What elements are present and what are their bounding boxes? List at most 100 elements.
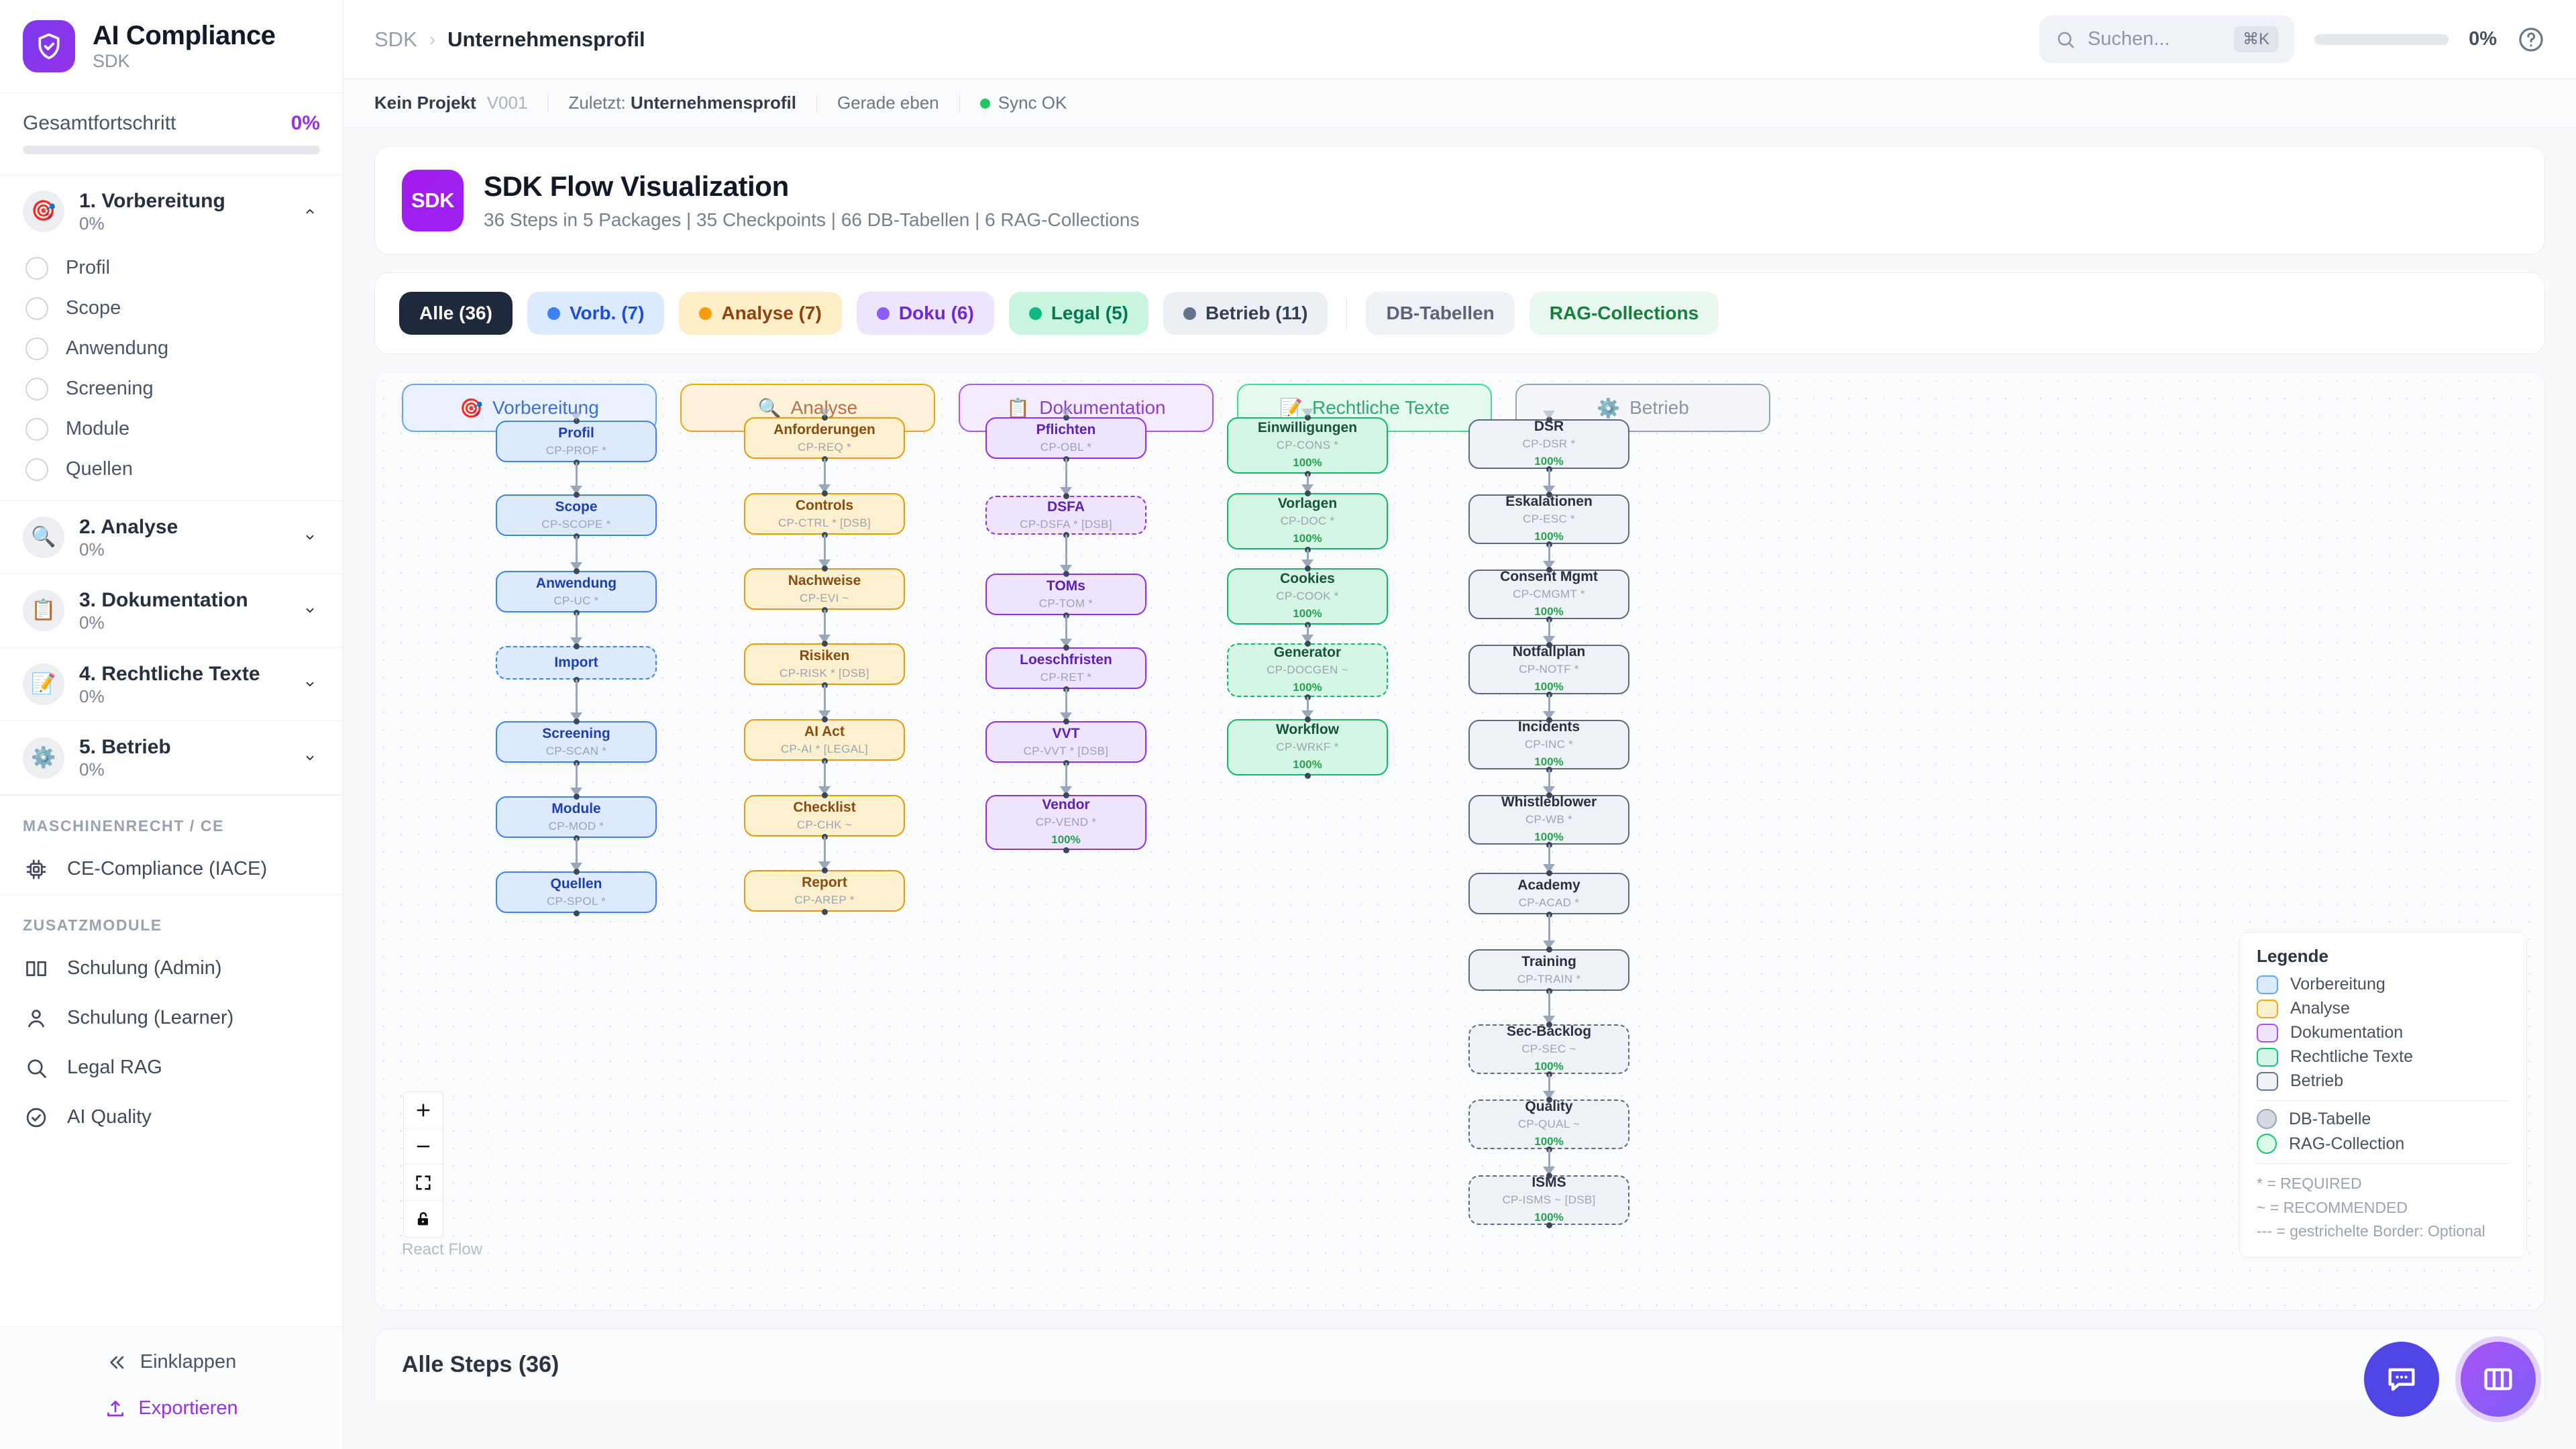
sidebar-item-screening[interactable]: Screening xyxy=(0,369,343,409)
sidebar-item-ce-compliance[interactable]: CE-Compliance (IACE) xyxy=(0,845,343,894)
sidebar-item-legal-rag[interactable]: Legal RAG xyxy=(0,1043,343,1093)
flow-node-import[interactable]: Import xyxy=(496,646,657,680)
chevron-down-icon[interactable] xyxy=(300,678,320,690)
sidebar-item-profil[interactable]: Profil xyxy=(0,248,343,288)
sidebar-item-schulung-admin[interactable]: Schulung (Admin) xyxy=(0,944,343,994)
sidebar-item-schulung-learner[interactable]: Schulung (Learner) xyxy=(0,994,343,1043)
sidebar-item-anwendung[interactable]: Anwendung xyxy=(0,329,343,369)
chevron-down-icon[interactable] xyxy=(300,752,320,764)
step-status-radio[interactable] xyxy=(25,256,48,280)
step-status-radio[interactable] xyxy=(25,337,48,360)
sidebar-item-quellen[interactable]: Quellen xyxy=(0,449,343,490)
chat-fab-button[interactable] xyxy=(2364,1342,2439,1417)
sidebar-item-ai-quality[interactable]: AI Quality xyxy=(0,1093,343,1142)
flow-node-handle xyxy=(573,718,580,724)
filter-chip-alle-36[interactable]: Alle (36) xyxy=(399,292,513,335)
filter-chip-legal-5[interactable]: Legal (5) xyxy=(1008,292,1148,335)
flow-edge xyxy=(1548,619,1550,638)
sidebar-item-scope[interactable]: Scope xyxy=(0,288,343,329)
flow-node-handle xyxy=(1546,642,1552,648)
flow-node-progress-value: 100% xyxy=(1534,530,1564,543)
collapse-sidebar-button[interactable]: Einklappen xyxy=(0,1339,343,1385)
step-status-radio[interactable] xyxy=(25,417,48,441)
filter-chip-betrieb-11[interactable]: Betrieb (11) xyxy=(1163,292,1328,335)
step-status-radio[interactable] xyxy=(25,377,48,400)
chevron-up-icon[interactable] xyxy=(300,205,320,217)
flow-node-handle xyxy=(1546,870,1552,876)
filter-chip-label: Betrieb (11) xyxy=(1205,303,1308,323)
lock-toggle-button[interactable] xyxy=(404,1201,443,1237)
filter-chip-db-tabellen[interactable]: DB-Tabellen xyxy=(1366,292,1515,335)
filter-chip-rag-collections[interactable]: RAG-Collections xyxy=(1529,292,1719,335)
columns-fab-button[interactable] xyxy=(2461,1342,2536,1417)
flow-edge-arrow xyxy=(570,637,582,646)
sidebar-item-module[interactable]: Module xyxy=(0,409,343,449)
group-emoji-icon: 📝 xyxy=(1279,397,1303,419)
filter-chip-vorb-7[interactable]: Vorb. (7) xyxy=(527,292,665,335)
chevron-down-icon[interactable] xyxy=(300,531,320,543)
chevron-down-icon[interactable] xyxy=(300,604,320,616)
flow-node-title: Vendor xyxy=(1042,796,1090,812)
step-status-radio[interactable] xyxy=(25,458,48,481)
fit-view-button[interactable] xyxy=(404,1165,443,1201)
sidebar: AI Compliance SDK Gesamtfortschritt 0% 🎯… xyxy=(0,0,343,1449)
breadcrumb-root[interactable]: SDK xyxy=(374,27,417,51)
flow-node-handle xyxy=(1304,773,1311,779)
zoom-out-button[interactable] xyxy=(404,1128,443,1165)
topbar-progress-bar xyxy=(2314,34,2449,45)
filter-chip-analyse-7[interactable]: Analyse (7) xyxy=(679,292,842,335)
question-circle-icon[interactable] xyxy=(2517,25,2545,54)
search-input[interactable]: Suchen... ⌘K xyxy=(2039,15,2295,63)
zoom-in-button[interactable] xyxy=(404,1092,443,1128)
sidebar-brand[interactable]: AI Compliance SDK xyxy=(0,0,343,93)
step-status-radio[interactable] xyxy=(25,297,48,320)
filter-chip-doku-6[interactable]: Doku (6) xyxy=(856,292,994,335)
export-button[interactable]: Exportieren xyxy=(0,1385,343,1432)
flow-node-title: Notfallplan xyxy=(1512,643,1586,659)
flow-node-progress-value: 100% xyxy=(1293,456,1322,470)
flow-edge xyxy=(1065,535,1067,567)
